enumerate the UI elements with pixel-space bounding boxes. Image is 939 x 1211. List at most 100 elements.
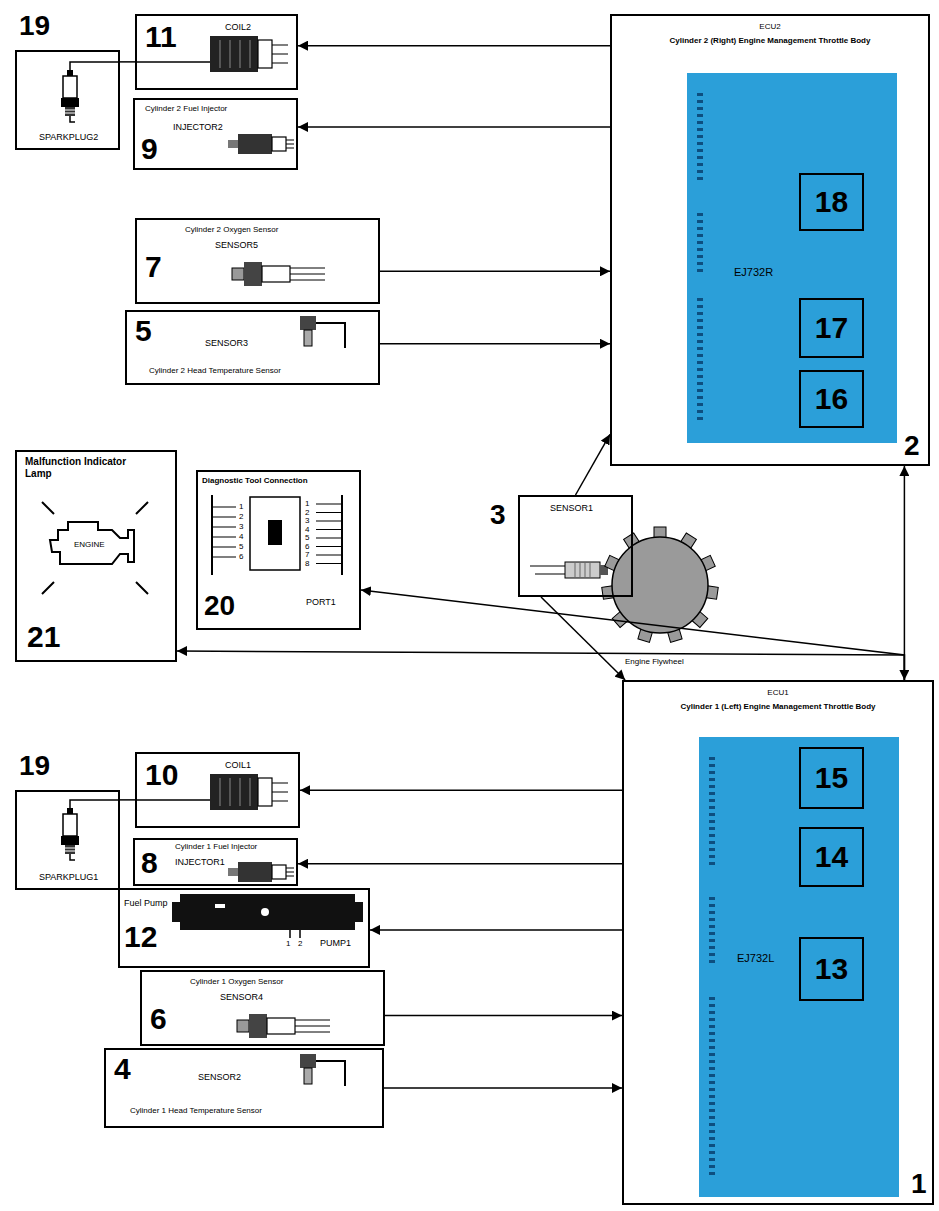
board-pin — [709, 1144, 715, 1147]
board-pin — [709, 1137, 715, 1140]
part-label: COIL2 — [225, 22, 251, 32]
engine-flywheel — [612, 537, 708, 633]
part-label: SPARKPLUG1 — [39, 872, 98, 882]
diagnostic-connector — [212, 495, 342, 575]
component-box: Cylinder 2 Fuel InjectorINJECTOR29 — [133, 98, 298, 170]
part-label: Cylinder 1 Head Temperature Sensor — [130, 1106, 262, 1115]
board-pin — [709, 1165, 715, 1168]
callout-number: 3 — [490, 499, 506, 531]
diagnostic-connector — [268, 520, 282, 545]
board-pin — [709, 904, 715, 907]
diagnostic-connector — [212, 495, 342, 575]
board-pin — [709, 925, 715, 928]
spark-plug — [61, 800, 120, 860]
board-pin — [697, 107, 703, 110]
board-pin — [697, 177, 703, 180]
pin-number: 6 — [239, 553, 243, 561]
board-pin — [697, 262, 703, 265]
component-box: 4SENSOR2Cylinder 1 Head Temperature Sens… — [104, 1048, 384, 1128]
pin-number: 3 — [239, 523, 243, 531]
board-pin — [697, 234, 703, 237]
component-box: 19SPARKPLUG1 — [15, 790, 120, 890]
callout-number: 17 — [815, 311, 848, 346]
board-pin — [697, 305, 703, 308]
board-pin — [697, 340, 703, 343]
callout-number: 18 — [815, 185, 848, 220]
part-label: EJ732L — [737, 952, 774, 965]
board-pin — [697, 227, 703, 230]
pin-number: 8 — [305, 560, 309, 568]
board-pin — [709, 1109, 715, 1112]
board-pin — [697, 121, 703, 124]
fuel-injector — [228, 134, 294, 154]
chip-block: 17 — [799, 298, 864, 358]
callout-number: 1 — [911, 1168, 927, 1200]
crank-sensor — [565, 562, 600, 578]
pin-number: 1 — [305, 500, 309, 508]
part-label: ENGINE — [74, 540, 105, 549]
part-label: Cylinder 2 Head Temperature Sensor — [149, 366, 281, 375]
board-pin — [709, 1151, 715, 1154]
part-label: ECU2 — [612, 22, 928, 31]
callout-number: 20 — [204, 590, 235, 622]
board-pin — [709, 953, 715, 956]
board-pin — [697, 135, 703, 138]
board-pin — [697, 248, 703, 251]
crank-sensor — [530, 566, 565, 574]
board-pin — [697, 312, 703, 315]
ecu-board: EJ732R181716 — [687, 73, 897, 443]
callout-number: 8 — [141, 846, 158, 881]
board-pin — [709, 918, 715, 921]
pin-number: 4 — [239, 533, 243, 541]
board-pins — [687, 73, 897, 443]
board-pin — [709, 841, 715, 844]
board-pin — [697, 100, 703, 103]
part-label: Cylinder 1 Fuel Injector — [175, 842, 257, 851]
component-box: 10COIL1 — [135, 752, 300, 828]
callout-number: 19 — [19, 10, 50, 42]
engine-lamp-icon — [42, 502, 148, 594]
signal-arrow — [370, 929, 622, 931]
callout-number: 5 — [135, 314, 152, 349]
part-label: SENSOR5 — [215, 240, 258, 250]
signal-arrow — [298, 126, 610, 128]
board-pin — [697, 241, 703, 244]
board-pin — [709, 997, 715, 1000]
board-pin — [709, 1060, 715, 1063]
part-label: Cylinder 2 Oxygen Sensor — [185, 225, 278, 234]
board-pin — [709, 785, 715, 788]
board-pin — [697, 319, 703, 322]
signal-arrow — [385, 1015, 622, 1017]
component-box: Fuel Pump12PUMP1 — [118, 888, 370, 968]
board-pin — [709, 1158, 715, 1161]
part-label: SENSOR2 — [198, 1072, 241, 1082]
part-label: Cylinder 1 Oxygen Sensor — [190, 977, 283, 986]
fuel-injector — [228, 862, 294, 882]
board-pin — [697, 128, 703, 131]
ecu-box: ECU2Cylinder 2 (Right) Engine Management… — [610, 14, 930, 466]
part-label: Malfunction Indicator Lamp — [25, 456, 155, 479]
chip-block: 18 — [799, 173, 864, 231]
board-pin — [697, 149, 703, 152]
board-pin — [709, 939, 715, 942]
board-pin — [709, 834, 715, 837]
callout-number: 13 — [815, 952, 848, 987]
board-pin — [709, 1123, 715, 1126]
signal-arrow — [300, 790, 622, 792]
crank-sensor — [575, 562, 590, 578]
board-pin — [709, 1011, 715, 1014]
component-box: Cylinder 1 Oxygen SensorSENSOR46 — [140, 970, 385, 1046]
callout-number: 12 — [124, 920, 157, 955]
pin-number: 2 — [298, 940, 302, 948]
part-label: Cylinder 2 (Right) Engine Management Thr… — [612, 36, 928, 45]
board-pin — [697, 354, 703, 357]
board-pin — [697, 403, 703, 406]
pin-number: 1 — [239, 503, 243, 511]
callout-number: 14 — [815, 840, 848, 875]
callout-number: 16 — [815, 382, 848, 417]
board-pin — [697, 255, 703, 258]
board-pin — [697, 220, 703, 223]
board-pin — [709, 897, 715, 900]
board-pin — [697, 114, 703, 117]
connector-box: Diagnostic Tool ConnectionPORT120 — [196, 470, 361, 630]
